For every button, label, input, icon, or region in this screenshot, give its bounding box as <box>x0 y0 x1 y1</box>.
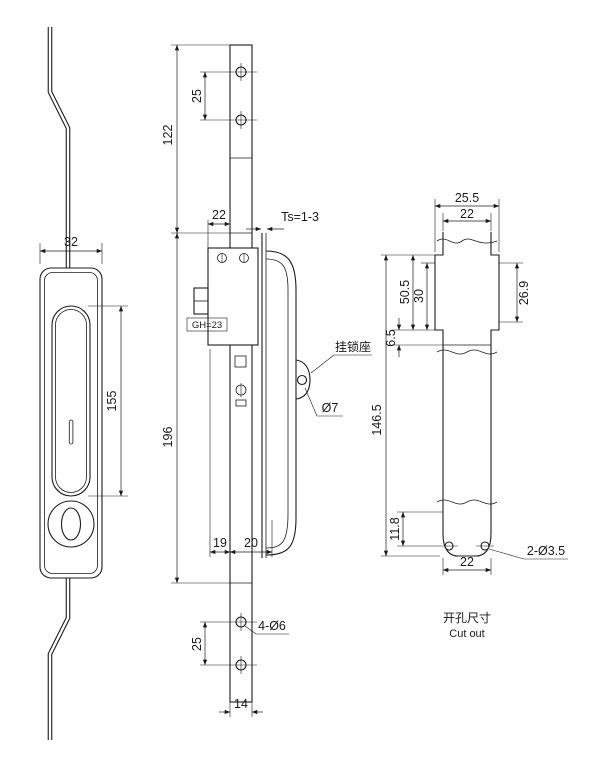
front-view: 32 155 <box>39 27 128 740</box>
handle-recess <box>51 305 91 497</box>
dim-handle-height: 155 <box>88 305 128 497</box>
dim-text-handle-height: 155 <box>105 391 119 412</box>
screw-detail <box>235 383 247 407</box>
dim-slot-width-top: 22 <box>442 207 492 231</box>
lock-body-inner-contour <box>44 272 98 574</box>
padlock-hole-text: Ø7 <box>322 401 339 415</box>
dim-top-hole-pitch: 25 <box>190 71 208 121</box>
handle-recess-inner <box>55 309 87 493</box>
handle-side-profile <box>265 250 297 556</box>
dim-text-block-height: 50.5 <box>398 280 412 304</box>
dim-text-inner-height: 30 <box>412 289 426 303</box>
dim-text-body-depth: 22 <box>212 208 226 222</box>
dim-bottom-hole-pitch: 25 <box>190 621 208 666</box>
padlock-seat-callout: 挂锁座 <box>310 339 372 374</box>
corner-holes-callout: 2-Ø3.5 <box>488 544 568 560</box>
dim-inner-height: 30 <box>412 262 435 331</box>
dim-body-depth: 22 <box>207 208 231 249</box>
dim-text-bar-width: 14 <box>234 697 248 711</box>
dim-text-offset-right: 20 <box>244 536 258 550</box>
panel-thickness-text: Ts=1-3 <box>281 210 319 224</box>
dim-text-top-width: 25.5 <box>455 191 479 205</box>
dim-text-right-height: 26.9 <box>517 281 531 305</box>
dim-bar-width: 14 <box>219 697 263 717</box>
body-screws <box>217 253 249 263</box>
dim-text-top-section: 122 <box>161 125 175 146</box>
cutout-caption-en: Cut out <box>449 628 484 640</box>
grip-height-label: GH=23 <box>186 317 228 332</box>
dim-text-slot-width-top: 22 <box>460 207 474 221</box>
cutout-view: 25.5 22 50.5 30 26.9 <box>370 191 568 640</box>
dim-front-width: 32 <box>39 235 103 264</box>
break-line-top <box>436 238 498 244</box>
bottom-mounting-holes <box>200 613 257 674</box>
dim-text-body-section: 196 <box>161 427 175 448</box>
panel-thickness-callout: Ts=1-3 <box>246 210 319 232</box>
break-line-lower <box>436 499 498 505</box>
side-view: 25 122 196 GH=23 <box>161 44 372 717</box>
padlock-hole-callout: Ø7 <box>304 387 343 417</box>
dim-body-section: 196 <box>161 232 230 584</box>
dim-slot-width-bottom: 22 <box>442 555 492 575</box>
cutout-caption-cn: 开孔尺寸 <box>443 611 491 625</box>
latch-detail <box>234 355 247 368</box>
dim-bottom-corner: 11.8 <box>388 511 443 547</box>
lock-cylinder-face <box>47 500 95 548</box>
dim-top-section: 122 <box>161 44 230 234</box>
dim-right-height: 26.9 <box>499 262 531 323</box>
dim-text-slot-width-bottom: 22 <box>460 555 474 569</box>
lock-bar <box>229 44 253 703</box>
dim-text-total-height: 146.5 <box>370 404 384 435</box>
bottom-control-rod <box>47 572 71 740</box>
padlock-seat <box>295 359 311 400</box>
corner-holes <box>440 541 494 551</box>
keyhole <box>60 507 82 541</box>
dim-offsets: 19 20 <box>209 349 273 557</box>
handle-slot <box>68 419 74 445</box>
padlock-seat-text: 挂锁座 <box>335 339 371 354</box>
dim-text-bottom-hole-pitch: 25 <box>190 637 204 651</box>
grip-label-text: GH=23 <box>192 320 222 331</box>
holes-callout: 4-Ø6 <box>244 619 289 635</box>
dim-text-offset-left: 19 <box>213 536 227 550</box>
break-line-middle <box>436 349 498 355</box>
cutout-caption: 开孔尺寸 Cut out <box>443 611 491 640</box>
dim-text-bottom-corner: 11.8 <box>388 517 402 540</box>
dim-top-width: 25.5 <box>434 191 500 252</box>
padlock-hole <box>296 374 308 386</box>
cutout-profile <box>434 232 500 557</box>
top-control-rod <box>47 27 71 274</box>
dim-text-top-hole-pitch: 25 <box>190 89 204 103</box>
dim-step: 6.5 <box>384 318 443 357</box>
dim-text-front-width: 32 <box>64 235 78 249</box>
top-mounting-holes <box>200 63 257 129</box>
holes-callout-text: 4-Ø6 <box>258 619 286 633</box>
corner-holes-text: 2-Ø3.5 <box>527 544 565 558</box>
dim-total-height: 146.5 <box>370 254 440 557</box>
lock-body-side <box>207 247 259 346</box>
